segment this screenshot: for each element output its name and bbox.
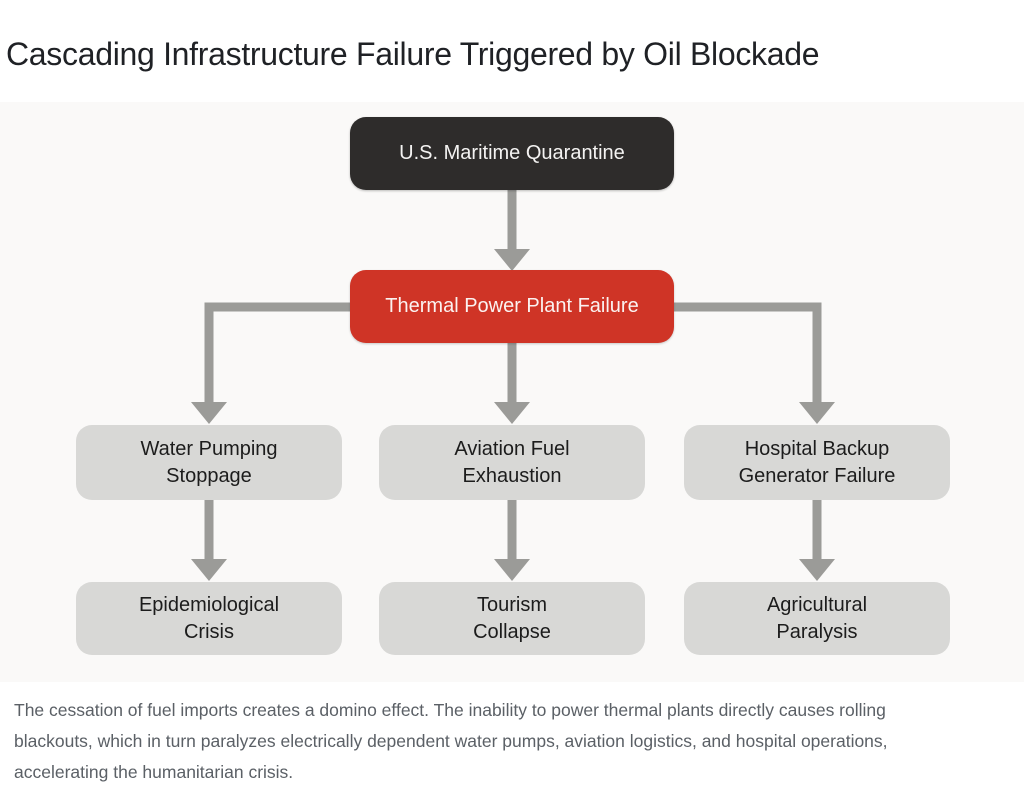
edge-thermal-aviation-arrowhead [494, 402, 530, 424]
node-label: Aviation Fuel Exhaustion [454, 437, 570, 487]
node-label: Agricultural Paralysis [766, 593, 868, 643]
edge-thermal-hospital-arrowhead [799, 402, 835, 424]
node-tourism-collapse: Tourism Collapse [379, 582, 645, 655]
edge-quarantine-thermal-arrowhead [494, 249, 530, 271]
node-label: Tourism Collapse [473, 593, 551, 643]
node-label: Hospital Backup Generator Failure [738, 437, 896, 487]
node-aviation-fuel-exhaustion: Aviation Fuel Exhaustion [379, 425, 645, 500]
node-water-pumping-stoppage: Water Pumping Stoppage [76, 425, 342, 500]
node-hospital-backup-generator-failure: Hospital Backup Generator Failure [684, 425, 950, 500]
node-label: Thermal Power Plant Failure [385, 295, 639, 317]
node-epidemiological-crisis: Epidemiological Crisis [76, 582, 342, 655]
node-label: U.S. Maritime Quarantine [399, 142, 625, 164]
edge-water-epidemic-arrowhead [191, 559, 227, 581]
edge-aviation-tourism-arrowhead [494, 559, 530, 581]
edge-hospital-agriculture-arrowhead [799, 559, 835, 581]
page-title: Cascading Infrastructure Failure Trigger… [6, 36, 820, 72]
node-label: Epidemiological Crisis [138, 593, 280, 643]
node-thermal-power-plant-failure: Thermal Power Plant Failure [350, 270, 674, 343]
node-agricultural-paralysis: Agricultural Paralysis [684, 582, 950, 655]
edge-thermal-water [204, 302, 354, 402]
edge-thermal-hospital [670, 302, 822, 402]
flowchart-canvas: U.S. Maritime Quarantine Thermal Power P… [0, 102, 1024, 682]
node-us-maritime-quarantine: U.S. Maritime Quarantine [350, 117, 674, 190]
edge-thermal-water-arrowhead [191, 402, 227, 424]
caption-text: The cessation of fuel imports creates a … [14, 700, 888, 783]
node-label: Water Pumping Stoppage [140, 437, 278, 487]
